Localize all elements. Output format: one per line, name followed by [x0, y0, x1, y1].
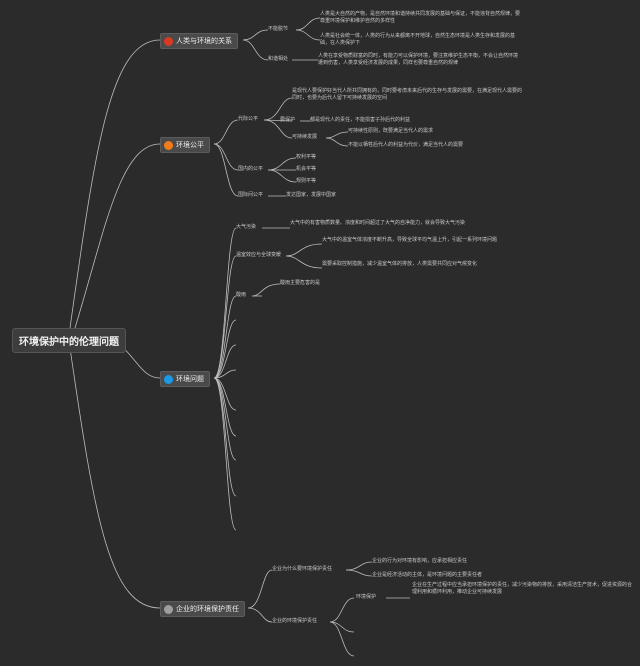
detail-text[interactable]: 人类是社会统一体，人类的行为从来都离不开地球，自然生态环境是人类生存和发展的基础…	[320, 33, 516, 46]
detail-text[interactable]: 人类是大自然的产物，是自然环境和谐持续共同发展的基础与保证，不能违背自然规律，要…	[320, 11, 521, 24]
detail-text[interactable]: 企业在生产过程中应当承担环境保护的责任，减少污染物的排放，采用清洁生产技术，促进…	[412, 582, 633, 595]
detail-text[interactable]: 人类在享受物质财富的同时，有能力可以保护环境，要注意维护生态平衡，不会让自然环境…	[318, 53, 519, 66]
red-circle-icon	[164, 36, 173, 46]
subtopic[interactable]: 国内的公平	[238, 166, 264, 172]
subtopic[interactable]: 和谐相处	[268, 56, 289, 62]
subtopic[interactable]: 不能脱节	[268, 26, 289, 32]
detail-text[interactable]: 需要采取控制措施，减少温室气体的排放，人类需要共同应对气候变化	[322, 261, 478, 267]
detail-text[interactable]: 要保护	[280, 117, 296, 123]
subtopic[interactable]: 国际间公平	[238, 192, 264, 198]
link-root-b2	[74, 143, 161, 329]
detail-text[interactable]: 机会平等	[296, 166, 317, 172]
detail-text[interactable]: 可持续性原则，既要满足当代人的需求	[348, 128, 434, 134]
link-b1-c1	[242, 29, 269, 41]
link-root-b4	[69, 347, 161, 609]
detail-text[interactable]: 是现代人要保护好当代人所共同拥有的，同时要考虑未来后代的生存与发展的需要，在满足…	[292, 88, 523, 101]
detail-text[interactable]: 大气中的温室气体浓度不断升高，导致全球平均气温上升，引起一系列环境问题	[322, 237, 498, 243]
subtopic[interactable]: 温室效应与全球变暖	[236, 252, 282, 258]
grey-circle-icon	[164, 604, 173, 614]
branch-environmental-problems[interactable]: 环境问题	[160, 371, 210, 387]
branch-corporate-responsibility[interactable]: 企业的环境保护责任	[160, 601, 245, 617]
subtopic[interactable]: 代际公平	[238, 116, 259, 122]
branch-label: 人类与环境的关系	[176, 38, 232, 45]
detail-text[interactable]: 发达国家，发展中国家	[286, 192, 337, 198]
detail-text[interactable]: 规则平等	[296, 178, 317, 184]
branch-label: 环境公平	[176, 142, 204, 149]
detail-text[interactable]: 不能以牺牲后代人的利益为代价，满足当代人的需要	[348, 142, 464, 148]
detail-text[interactable]: 酸雨主要危害的是	[280, 280, 321, 286]
link-root-b1	[69, 39, 161, 329]
subtopic[interactable]: 企业的环境保护责任	[272, 618, 318, 624]
link-b1-c2	[242, 39, 269, 61]
detail-text[interactable]: 权利平等	[296, 154, 317, 160]
branch-label: 企业的环境保护责任	[176, 606, 239, 613]
root-topic[interactable]: 环境保护中的伦理问题	[12, 328, 126, 353]
subtopic[interactable]: 大气污染	[236, 224, 257, 230]
branch-label: 环境问题	[176, 376, 204, 383]
blue-circle-icon	[164, 374, 173, 384]
subtopic[interactable]: 酸雨	[236, 292, 247, 298]
detail-text[interactable]: 大气中的有害物质数量、浓度和时间超过了大气的自净能力，就会导致大气污染	[290, 220, 466, 226]
detail-text[interactable]: 都是现代人的责任，不能损害子孙后代的利益	[310, 117, 411, 123]
subtopic[interactable]: 环境保护	[356, 594, 377, 600]
orange-circle-icon	[164, 140, 173, 150]
detail-text[interactable]: 企业是经济活动的主体，是环境问题的主要责任者	[372, 572, 483, 578]
detail-text[interactable]: 企业的行为对环境有影响，应承担相应责任	[372, 558, 468, 564]
branch-human-environment[interactable]: 人类与环境的关系	[160, 33, 238, 49]
subtopic[interactable]: 企业为什么要环境保护责任	[272, 566, 333, 572]
detail-text[interactable]: 可持续发展	[292, 134, 318, 140]
branch-environmental-equity[interactable]: 环境公平	[160, 137, 210, 153]
